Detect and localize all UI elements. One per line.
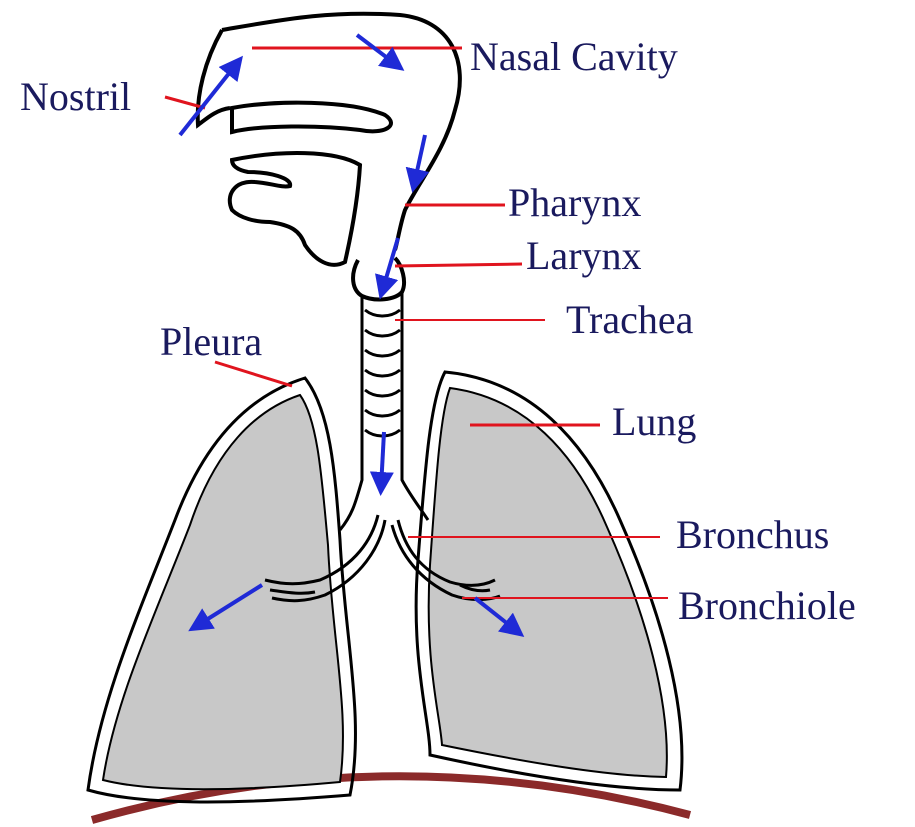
leader-larynx	[395, 264, 522, 266]
leader-pleura	[215, 362, 292, 386]
left-lung	[88, 378, 355, 802]
airflow-arrow-trachea	[381, 432, 384, 488]
label-trachea: Trachea	[566, 300, 693, 340]
airflow-arrow-nasal	[357, 35, 398, 66]
label-lung: Lung	[612, 402, 696, 442]
label-larynx: Larynx	[526, 236, 642, 276]
label-pharynx: Pharynx	[508, 183, 641, 223]
label-nostril: Nostril	[20, 77, 131, 117]
label-pleura: Pleura	[160, 322, 262, 362]
trachea	[340, 292, 428, 530]
label-bronchus: Bronchus	[676, 515, 829, 555]
label-bronchiole: Bronchiole	[678, 586, 856, 626]
label-nasal-cavity: Nasal Cavity	[470, 37, 678, 77]
airflow-arrow-nostril	[180, 62, 238, 135]
